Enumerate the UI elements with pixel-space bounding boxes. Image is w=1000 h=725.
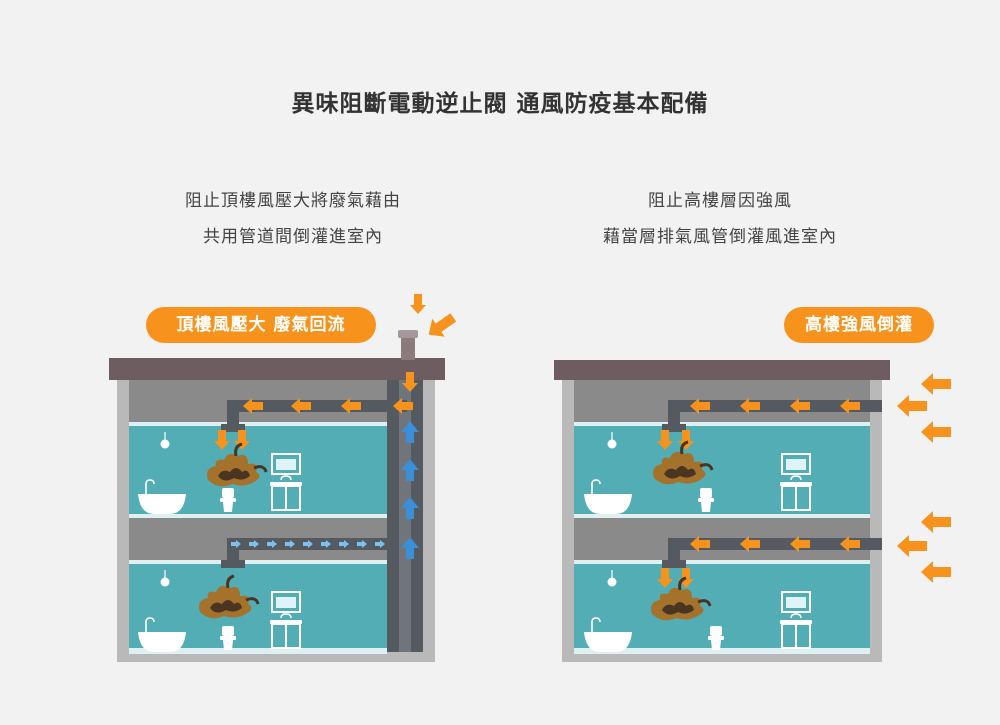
right-roof [554,360,890,380]
wind-arrow-icon [921,373,951,395]
wind-arrow-icon [897,395,927,417]
wind-arrow-icon [921,421,951,443]
left-roof-arrow-down [410,294,426,314]
left-description: 阻止頂樓風壓大將廢氣藉由 共用管道間倒灌進室內 [83,183,503,255]
left-description-line2: 共用管道間倒灌進室內 [203,227,383,247]
right-building [554,360,951,662]
wind-arrow-icon [921,511,951,533]
wind-arrow-icon [897,535,927,557]
page-title: 異味阻斷電動逆止閥 通風防疫基本配備 [291,91,709,117]
right-description-line2: 藉當層排氣風管倒灌風進室內 [603,227,837,247]
wind-arrow-icon [921,561,951,583]
left-upper-duct [227,400,407,412]
right-description-line1: 阻止高樓層因強風 [648,191,792,211]
right-badge: 高樓強風倒灌 [784,307,934,343]
left-roof-vent-pipe [401,336,415,360]
left-description-line1: 阻止頂樓風壓大將廢氣藉由 [185,191,401,211]
left-roof-arrow-diagonal [422,308,460,344]
left-roof [109,358,445,380]
left-building [109,294,460,662]
right-upper-duct [668,400,882,412]
right-description: 阻止高樓層因強風 藉當層排氣風管倒灌風進室內 [510,183,930,255]
right-lower-duct [668,538,882,550]
left-badge: 頂樓風壓大 廢氣回流 [146,307,376,343]
